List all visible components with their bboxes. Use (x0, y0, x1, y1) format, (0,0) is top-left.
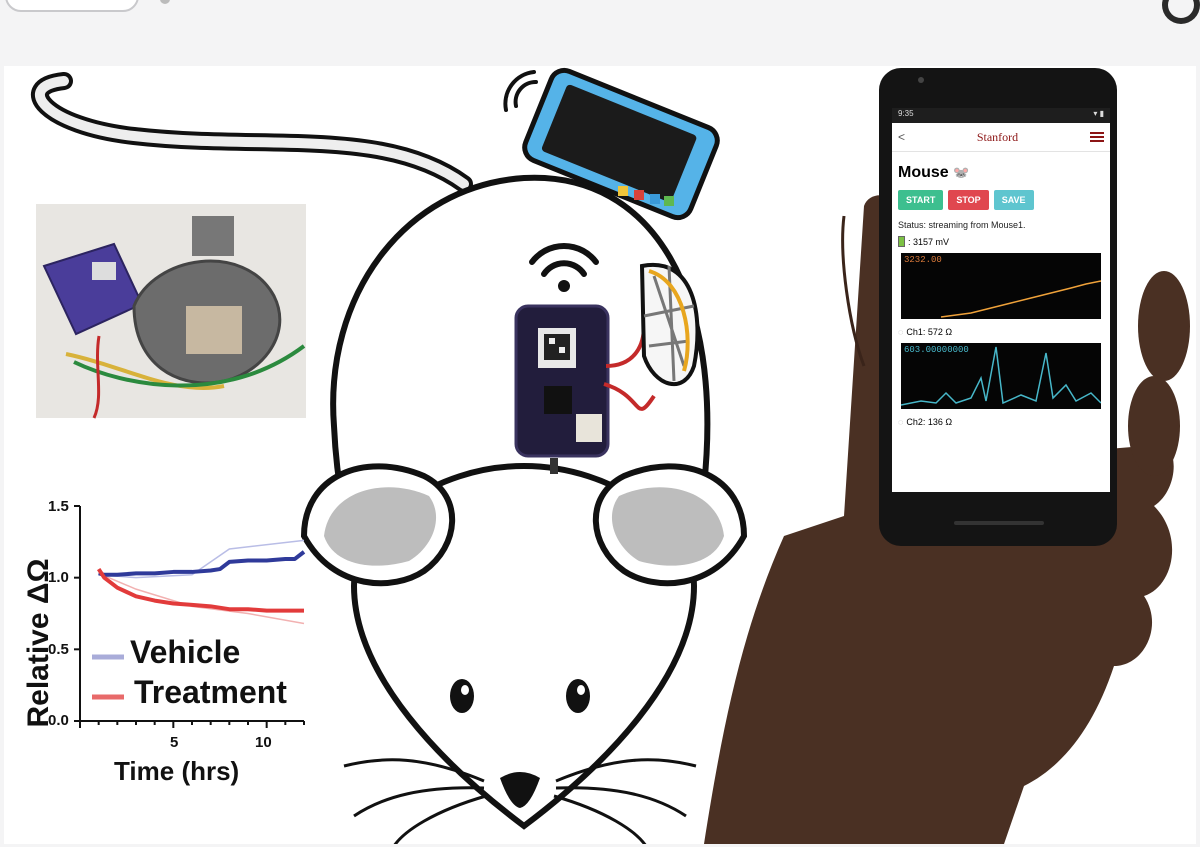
chart-ytick: 1.5 (48, 498, 69, 515)
status-icons: ▾ ▮ (1093, 109, 1104, 118)
device-title: Mouse 🐭 (898, 164, 1110, 182)
brand-title: Stanford (976, 129, 1019, 144)
ch1-readout: ◌ Ch1: 572 Ω (898, 327, 1110, 337)
ch1-text: Ch1: 572 Ω (906, 327, 953, 337)
ch2-readout: ◌ Ch2: 136 Ω (898, 417, 1110, 427)
figure-image: Relative ΔΩ Time (hrs) 1.5 1.0 0.5 0.0 5… (4, 66, 1196, 844)
chart-ytick: 0.5 (48, 641, 69, 658)
signal-icon (503, 70, 538, 112)
mouse-ear-left (300, 463, 456, 587)
chart-xlabel: Time (hrs) (114, 756, 240, 786)
voltage-readout: : 3157 mV (898, 236, 1110, 247)
back-button[interactable]: < (898, 130, 906, 144)
device-photo (36, 204, 306, 419)
mouse-eye-right (566, 679, 590, 713)
ch1-icon: ◌ (898, 327, 904, 337)
skull-sensor (639, 262, 700, 387)
save-button[interactable]: SAVE (993, 190, 1034, 210)
individual-trace (98, 572, 305, 625)
top-glyph-icon (1162, 0, 1200, 24)
chart-xtick: 10 (255, 734, 272, 751)
plot-1-trace (940, 280, 1101, 318)
phone-screen: 9:35 ▾ ▮ < Stanford Mouse 🐭 START STOP S… (892, 108, 1110, 492)
top-pill-button[interactable] (5, 0, 139, 12)
mouse-ear-right (592, 463, 748, 587)
smartphone-illustration (522, 67, 720, 221)
top-bar (0, 0, 1200, 60)
legend-treatment-label: Treatment (134, 674, 287, 710)
app-bar: < Stanford (892, 123, 1110, 152)
plot-2-trace (901, 346, 1101, 406)
battery-icon (898, 236, 905, 247)
series-line-treatment (96, 567, 304, 613)
top-dot-icon (160, 0, 170, 4)
chart-ytick: 1.0 (48, 569, 69, 586)
implant-board (514, 304, 610, 474)
chart-xtick: 5 (170, 734, 179, 751)
phone-time: 9:35 (898, 109, 914, 118)
mouse-whiskers (343, 758, 697, 844)
device-title-text: Mouse (898, 164, 949, 181)
plot-2-label: 603.00000000 (904, 345, 969, 355)
plot-1-label: 3232.00 (904, 255, 942, 265)
individual-trace (98, 539, 305, 579)
illustration (31, 67, 1190, 844)
mouse-nose (500, 772, 540, 808)
relative-resistance-chart (74, 505, 306, 728)
control-buttons: START STOP SAVE (898, 190, 1110, 210)
phone-status-bar: 9:35 ▾ ▮ (892, 108, 1110, 123)
mouse-eye-left (450, 679, 474, 713)
ch2-text: Ch2: 136 Ω (906, 417, 953, 427)
start-button[interactable]: START (898, 190, 944, 210)
signal-plot-1: 3232.00 (901, 253, 1101, 319)
signal-plot-2: 603.00000000 (901, 343, 1101, 409)
mouse-icon: 🐭 (953, 165, 970, 180)
status-text: Status: streaming from Mouse1. (898, 220, 1026, 230)
menu-icon[interactable] (1090, 132, 1104, 142)
legend-vehicle-label: Vehicle (130, 634, 241, 670)
ch2-icon: ◌ (898, 417, 904, 427)
wifi-icon (529, 243, 599, 292)
stop-button[interactable]: STOP (948, 190, 989, 210)
series-line-vehicle (98, 550, 306, 577)
voltage-text: : 3157 mV (908, 236, 950, 247)
chart-ytick: 0.0 (48, 712, 69, 729)
